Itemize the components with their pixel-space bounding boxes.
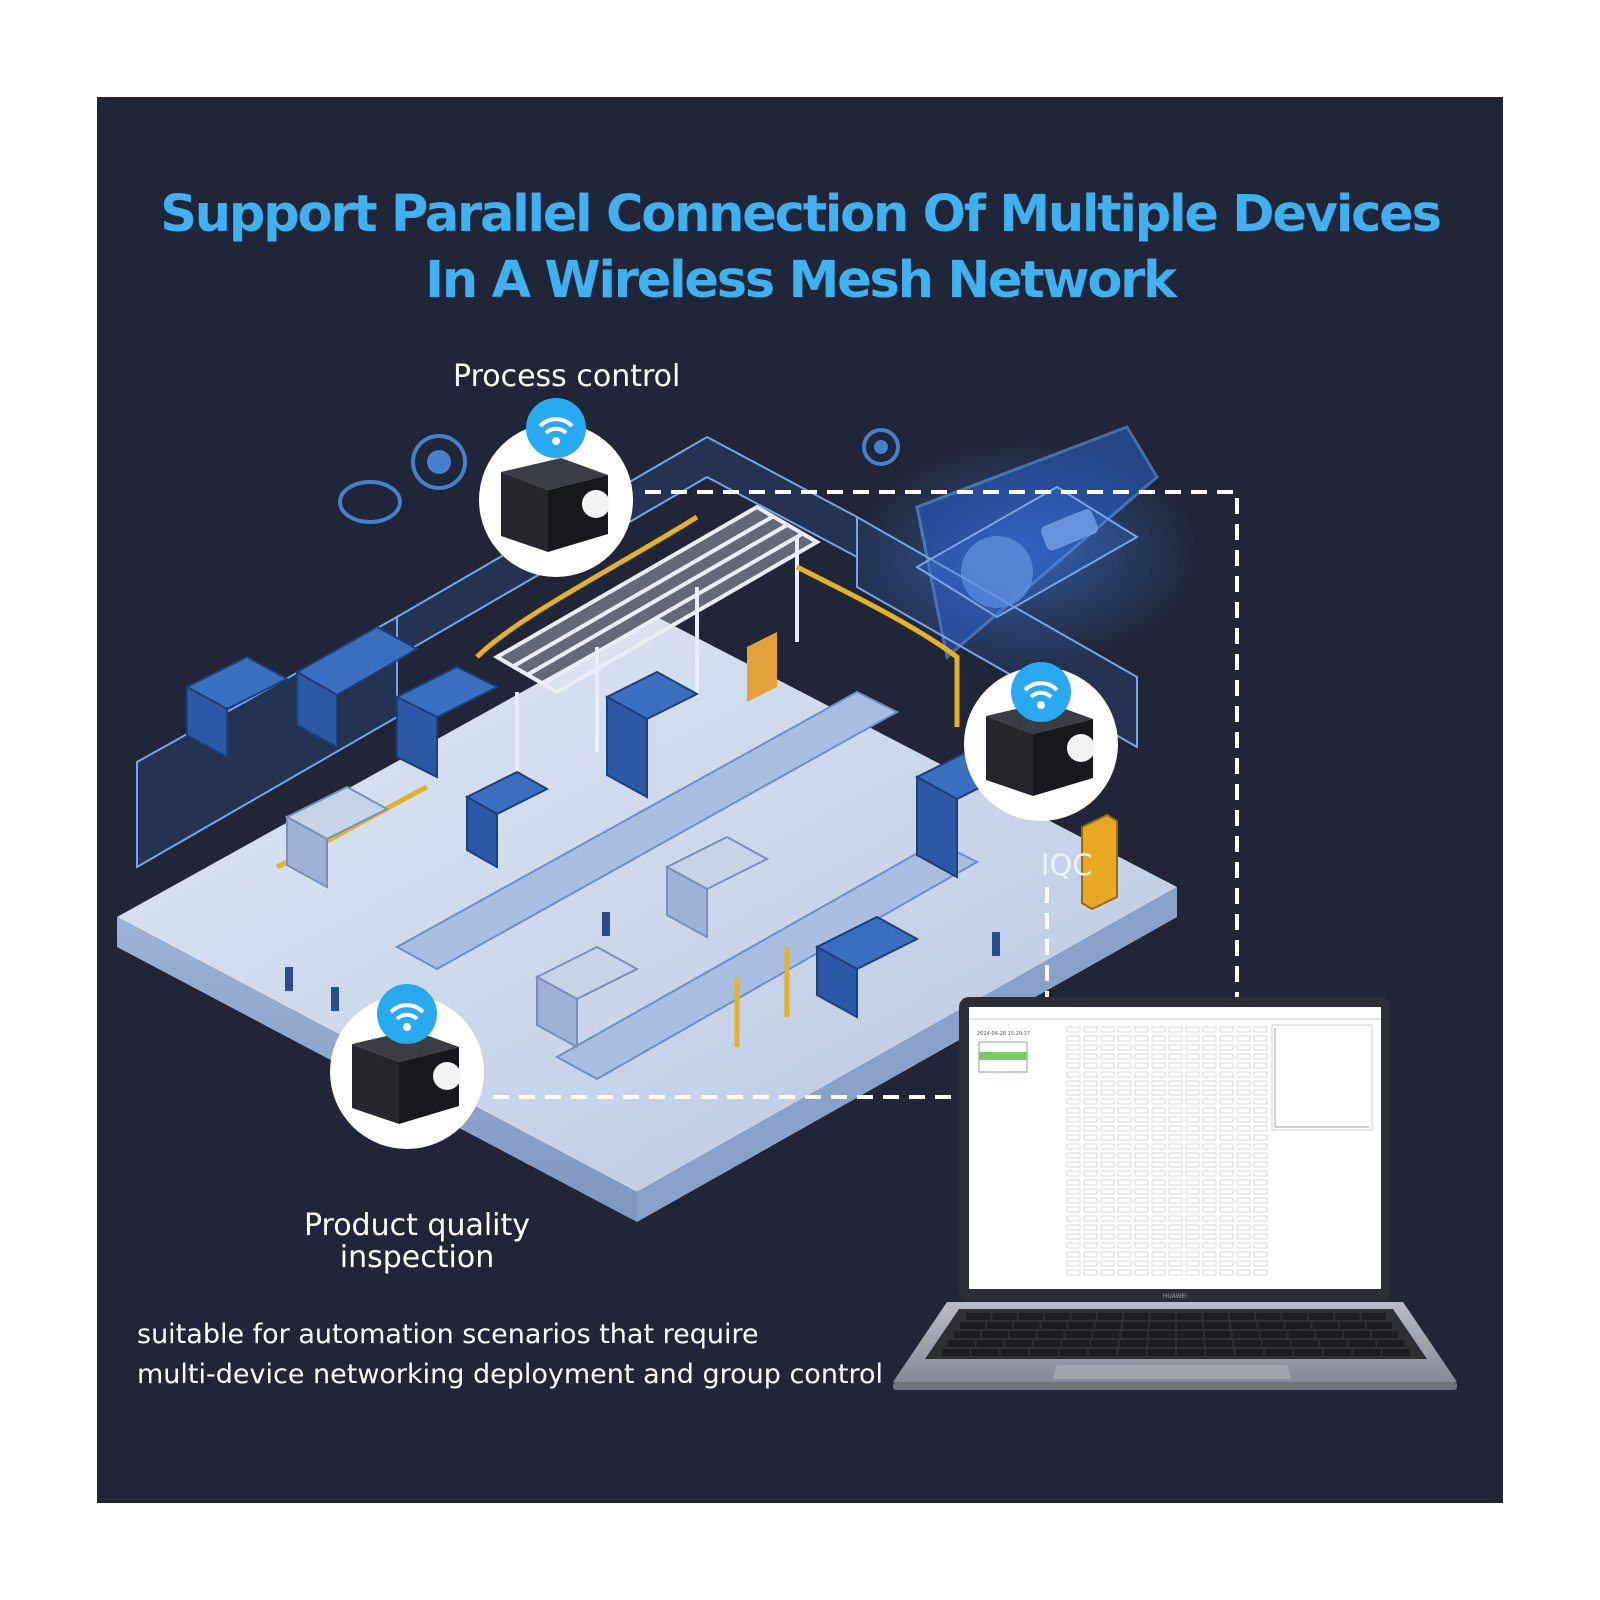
label-quality-line-2: inspection — [339, 1240, 495, 1275]
hologram-icons — [338, 428, 900, 524]
machines — [184, 625, 1118, 1049]
label-iqc: IQC — [1041, 848, 1093, 882]
sensor-device-icon — [986, 702, 1095, 796]
mesh-network-links — [493, 490, 1239, 1099]
label-process-control: Process control — [453, 359, 681, 394]
headline-line-1: Support Parallel Connection Of Multiple … — [160, 185, 1442, 244]
device-node-process-control — [479, 398, 633, 577]
overhead-conveyor — [493, 504, 821, 797]
device-node-quality-inspection — [330, 984, 484, 1149]
wifi-icon — [526, 398, 586, 458]
caption-line-1: suitable for automation scenarios that r… — [137, 1319, 759, 1350]
sensor-device-icon — [501, 458, 610, 552]
device-node-iqc — [964, 662, 1118, 821]
sensor-device-icon — [352, 1030, 461, 1124]
screen-date: 2024-06-28 15:20:37 — [977, 1031, 1030, 1037]
laptop-icon: 2024-06-28 15:20:37 HUAWEI — [893, 997, 1457, 1390]
label-quality-line-1: Product quality — [303, 1208, 531, 1243]
laptop-brand: HUAWEI — [1163, 1293, 1187, 1300]
wifi-icon — [377, 984, 437, 1044]
hologram-panel-right — [857, 425, 1197, 662]
headline-line-2: In A Wireless Mesh Network — [425, 251, 1177, 310]
factory-illustration: 2024-06-28 15:20:37 HUAWEI — [117, 398, 1457, 1390]
laptop-screen — [969, 1007, 1381, 1289]
caption-line-2: multi-device networking deployment and g… — [137, 1359, 884, 1390]
label-product-quality-inspection: Product quality inspection — [287, 1210, 547, 1274]
wifi-icon — [1011, 662, 1071, 722]
infographic-panel: Support Parallel Connection Of Multiple … — [97, 97, 1503, 1503]
